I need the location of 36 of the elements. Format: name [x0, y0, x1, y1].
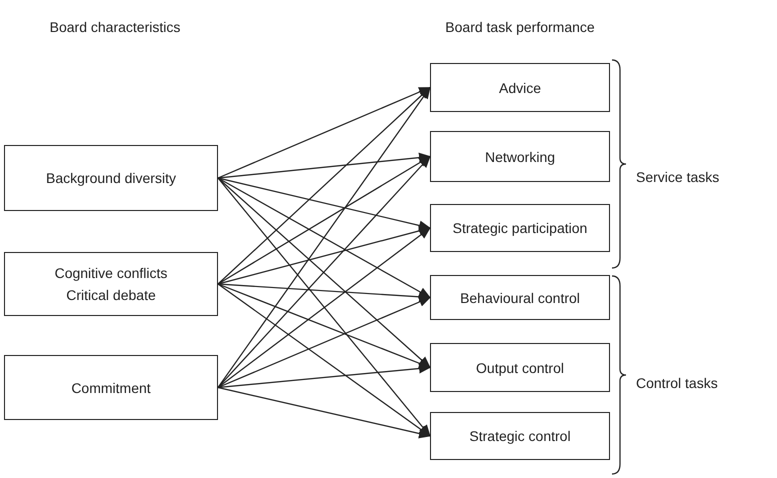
arrow: [218, 364, 431, 388]
arrow: [218, 86, 431, 284]
node-box: [430, 63, 610, 112]
arrow: [218, 178, 431, 437]
node-box: [430, 412, 610, 460]
arrow: [218, 177, 431, 298]
node-text: Behavioural control: [460, 288, 580, 308]
arrow: [218, 86, 431, 179]
node-text: Cognitive conflicts: [54, 264, 168, 283]
arrow: [218, 152, 431, 179]
node-text: Strategic control: [469, 427, 571, 446]
node-text: Background diversity: [46, 169, 176, 188]
node-box: [4, 355, 218, 420]
node-box: [430, 343, 610, 392]
arrow: [218, 386, 431, 438]
group-label: Service tasks: [636, 168, 720, 187]
arrow: [218, 227, 431, 388]
node-text: Networking: [484, 148, 556, 167]
node-text: Output control: [476, 358, 564, 378]
arrow: [218, 177, 431, 230]
column-heading: Board task performance: [444, 18, 596, 37]
group-label: Control tasks: [636, 374, 719, 393]
node-box: [4, 252, 218, 316]
node-text: Commitment: [71, 378, 151, 398]
node-box: [430, 275, 610, 320]
node-text: Strategic participation: [452, 219, 588, 238]
arrow: [218, 178, 431, 368]
node-box: [4, 145, 218, 211]
arrow: [218, 86, 431, 388]
node-box: [430, 131, 610, 182]
arrow: [218, 296, 431, 388]
node-box: [430, 204, 610, 252]
node-text: Advice: [498, 78, 542, 98]
column-heading: Board characteristics: [48, 18, 182, 37]
node-text: Critical debate: [66, 286, 156, 305]
arrow: [218, 156, 431, 388]
